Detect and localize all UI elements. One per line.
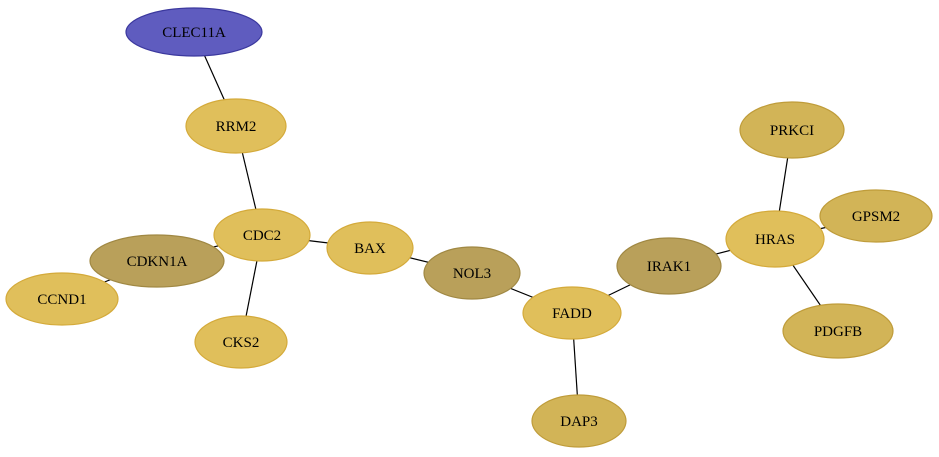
node-hras[interactable]: HRAS	[725, 210, 825, 268]
node-shape-irak1	[616, 237, 722, 295]
node-label-clec11a: CLEC11A	[162, 25, 226, 41]
node-label-pdgfb: PDGFB	[814, 324, 862, 340]
node-shape-gpsm2	[819, 189, 933, 243]
node-irak1[interactable]: IRAK1	[616, 237, 722, 295]
node-dap3[interactable]: DAP3	[531, 394, 627, 448]
node-label-irak1: IRAK1	[647, 259, 691, 275]
node-label-cdkn1a: CDKN1A	[127, 254, 188, 270]
node-label-cks2: CKS2	[223, 335, 260, 351]
node-cks2[interactable]: CKS2	[194, 315, 288, 369]
node-label-gpsm2: GPSM2	[852, 209, 900, 225]
node-shape-prkci	[739, 101, 845, 159]
node-shape-bax	[326, 221, 414, 275]
node-label-dap3: DAP3	[560, 414, 598, 430]
node-label-rrm2: RRM2	[216, 119, 257, 135]
node-rrm2[interactable]: RRM2	[185, 98, 287, 154]
node-bax[interactable]: BAX	[326, 221, 414, 275]
node-label-prkci: PRKCI	[770, 123, 814, 139]
node-shape-nol3	[423, 246, 521, 300]
node-shape-fadd	[522, 286, 622, 340]
node-label-fadd: FADD	[552, 306, 592, 322]
node-prkci[interactable]: PRKCI	[739, 101, 845, 159]
node-label-ccnd1: CCND1	[37, 292, 86, 308]
node-pdgfb[interactable]: PDGFB	[782, 303, 894, 359]
node-cdc2[interactable]: CDC2	[213, 208, 311, 262]
node-shape-clec11a	[125, 7, 263, 57]
node-label-nol3: NOL3	[453, 266, 491, 282]
node-shape-hras	[725, 210, 825, 268]
node-shape-cdkn1a	[89, 234, 225, 288]
node-nol3[interactable]: NOL3	[423, 246, 521, 300]
node-shape-cdc2	[213, 208, 311, 262]
node-gpsm2[interactable]: GPSM2	[819, 189, 933, 243]
node-shape-rrm2	[185, 98, 287, 154]
node-label-hras: HRAS	[755, 232, 795, 248]
node-ccnd1[interactable]: CCND1	[5, 272, 119, 326]
node-cdkn1a[interactable]: CDKN1A	[89, 234, 225, 288]
node-shape-cks2	[194, 315, 288, 369]
node-shape-ccnd1	[5, 272, 119, 326]
node-shape-dap3	[531, 394, 627, 448]
node-label-cdc2: CDC2	[243, 228, 281, 244]
node-shape-pdgfb	[782, 303, 894, 359]
node-clec11a[interactable]: CLEC11A	[125, 7, 263, 57]
node-fadd[interactable]: FADD	[522, 286, 622, 340]
node-label-bax: BAX	[354, 241, 386, 257]
